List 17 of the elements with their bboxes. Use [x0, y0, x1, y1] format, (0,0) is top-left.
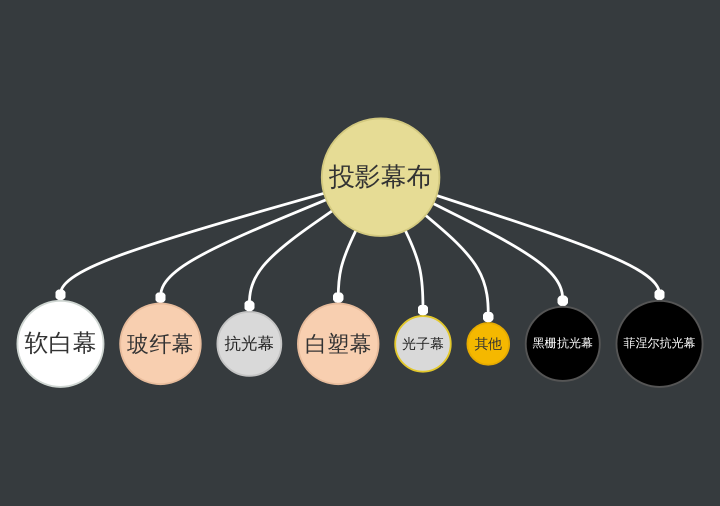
- node-circle: 光子幕: [394, 316, 452, 373]
- connector: [244, 210, 334, 312]
- node-circle: 玻纤幕: [119, 303, 202, 386]
- node-circle: 软白幕: [16, 300, 104, 388]
- connector: [54, 192, 324, 302]
- connector: [332, 230, 358, 304]
- node-circle: 抗光幕: [216, 311, 282, 378]
- connector: [424, 214, 494, 324]
- node-circle: 投影幕布: [320, 118, 440, 238]
- node-circle: 菲涅尔抗光幕: [616, 300, 704, 388]
- node-circle: 其他: [466, 322, 510, 366]
- connector: [436, 194, 666, 302]
- connector: [154, 198, 327, 304]
- node-circle: 白塑幕: [297, 303, 380, 386]
- node-circle: 黑栅抗光幕: [524, 306, 601, 382]
- connector: [432, 202, 568, 308]
- connector: [404, 230, 429, 316]
